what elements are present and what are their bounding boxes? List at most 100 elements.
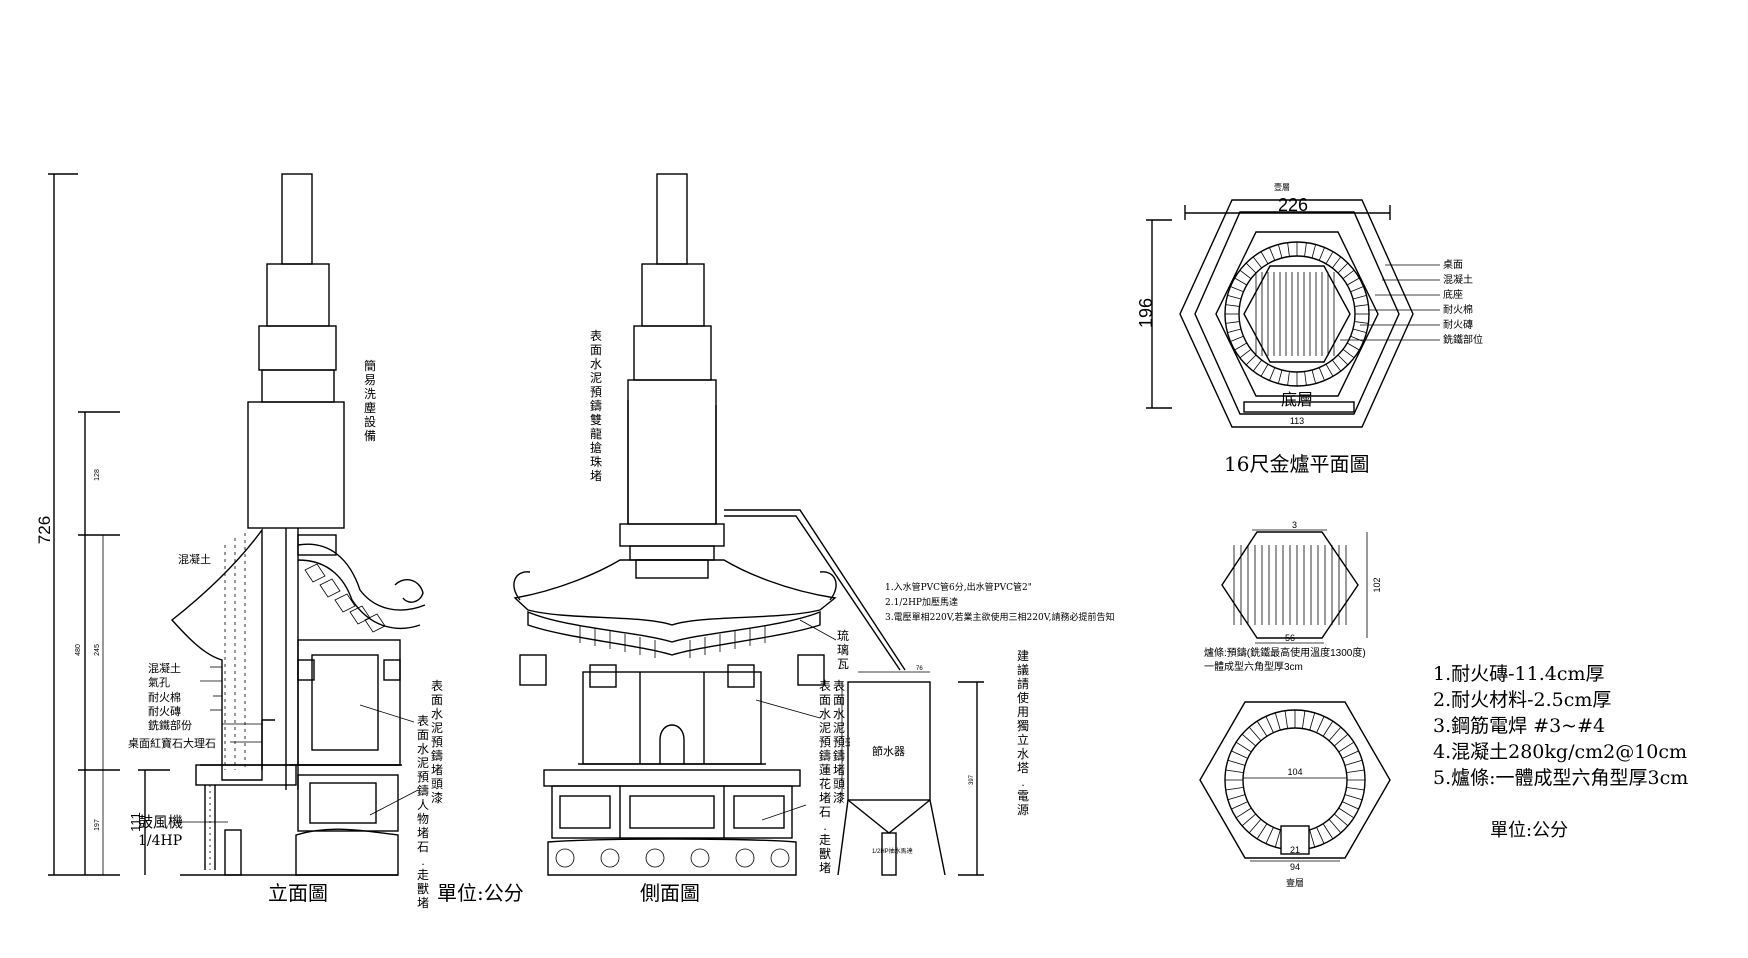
brick-joint	[1318, 367, 1325, 381]
brick-joint	[1227, 328, 1242, 334]
brick-joint	[1344, 759, 1363, 766]
ring-layer: 壹層	[1286, 877, 1304, 888]
brick-joint	[1225, 304, 1240, 307]
spec-2: 2.耐火材料-2.5cm厚	[1433, 689, 1611, 711]
brick-joint	[1325, 364, 1334, 377]
label-blower-power: 1/4HP	[138, 833, 182, 849]
spec-list: 1.耐火磚-11.4cm厚 2.耐火材料-2.5cm厚 3.鋼筋電焊 #3~#4…	[1433, 663, 1688, 841]
brick-joint	[1269, 247, 1276, 261]
brick-joint	[1256, 720, 1268, 737]
plan-depth: 196	[1136, 298, 1156, 328]
brick-joint	[1331, 256, 1342, 269]
elev-note-b: 表面水泥預鑄人物堵石.走獸堵	[417, 714, 429, 910]
brick-joint	[1311, 244, 1317, 259]
tank-height-dim: 121	[846, 736, 852, 747]
grate-top-dim: 3	[1292, 520, 1297, 530]
ring-outer: 94	[1290, 862, 1300, 872]
brick-joint	[1227, 759, 1246, 766]
brick-joint	[1325, 251, 1334, 264]
brick-joint	[1309, 829, 1316, 848]
brick-joint	[1248, 819, 1262, 834]
total-height-label: 726	[35, 516, 54, 544]
legend-base: 底座	[1443, 288, 1463, 301]
brick-joint	[1241, 813, 1256, 827]
units-right: 單位:公分	[1490, 820, 1568, 841]
brick-joint	[1284, 710, 1288, 729]
brick-joint	[1239, 269, 1252, 280]
elevation-view: 726 128 480 245 197 111 混凝土	[35, 173, 443, 910]
brick-joint	[1287, 371, 1290, 386]
brick-joint	[1316, 827, 1325, 844]
side-note-a: 表面水泥預鑄堵頭漆	[833, 679, 845, 805]
brick-joint	[1318, 247, 1325, 261]
elev-note-b-text: 表面水泥預鑄人物堵石.走獸堵	[417, 714, 429, 910]
brick-joint	[1239, 348, 1252, 359]
plan-top-layer: 壹層	[1274, 182, 1290, 192]
brick-joint	[1328, 819, 1342, 834]
brick-joint	[1287, 242, 1290, 257]
legend-fire-wool: 耐火棉	[1443, 303, 1473, 316]
side-note-top: 表面水泥預鑄雙龍搶珠堵	[590, 329, 602, 483]
brick-joint	[1342, 348, 1355, 359]
brick-joint	[1231, 750, 1248, 759]
brick-joint	[1245, 262, 1257, 274]
brick-joint	[1352, 328, 1367, 334]
spec-5: 5.爐條:一體成型六角型厚3cm	[1433, 767, 1688, 789]
brick-joint	[1347, 277, 1360, 286]
label-washer: 簡易洗塵設備	[364, 358, 376, 443]
brick-joint	[1235, 741, 1252, 753]
brick-joint	[1337, 262, 1349, 274]
brick-joint	[1252, 256, 1263, 269]
spec-4: 4.混凝土280kg/cm2@10cm	[1433, 741, 1687, 763]
side-note-b: 表面水泥預鑄蓮花堵石.走獸堵	[819, 679, 831, 875]
plan-title: 16尺金爐平面圖	[1224, 452, 1369, 476]
brick-joint	[1342, 269, 1355, 280]
brick-joint	[1227, 794, 1246, 801]
label-marble: 桌面紅寶石大理石	[128, 736, 216, 750]
units-middle: 單位:公分	[437, 881, 524, 905]
dim-128: 128	[94, 469, 101, 481]
brick-joint	[1274, 829, 1281, 848]
water-note-3: 3.電壓單相220V,若業主欲使用三相220V,請務必提前告知	[885, 611, 1115, 623]
elev-note-a-text: 表面水泥預鑄堵頭漆	[431, 679, 443, 805]
brick-joint	[1354, 321, 1369, 324]
brick-joint	[1235, 807, 1252, 819]
brick-joint	[1338, 741, 1355, 753]
brick-joint	[1248, 726, 1262, 741]
brick-joint	[1316, 716, 1325, 733]
side-note-b-text: 表面水泥預鑄蓮花堵石.走獸堵	[819, 679, 831, 875]
ring-diameter: 104	[1287, 767, 1302, 777]
tank-total-dim: 397	[969, 774, 975, 785]
brick-joint	[1304, 371, 1307, 386]
dim-197: 197	[94, 819, 101, 831]
brick-joint	[1241, 733, 1256, 747]
brick-joint	[1230, 286, 1244, 293]
dim-245: 245	[94, 644, 101, 656]
brick-joint	[1234, 277, 1247, 286]
brick-joint	[1322, 823, 1334, 840]
label-fire-wool: 耐火棉	[148, 690, 181, 704]
brick-joint	[1334, 813, 1349, 827]
brick-joint	[1352, 294, 1367, 300]
legend-table: 桌面	[1443, 258, 1463, 271]
brick-joint	[1334, 733, 1349, 747]
label-air-hole: 氣孔	[148, 675, 170, 689]
brick-joint	[1227, 294, 1242, 300]
brick-joint	[1265, 716, 1274, 733]
plan-view: 壹層 226 196 底層 113 桌面 混凝土 底座 耐火棉 耐火磚 銑鐵部位	[1136, 182, 1483, 476]
brick-joint	[1302, 710, 1306, 729]
side-caption: 側面圖	[640, 881, 700, 905]
spec-3: 3.鋼筋電焊 #3~#4	[1433, 715, 1605, 737]
brick-joint	[1304, 242, 1307, 257]
brick-joint	[1269, 367, 1276, 381]
side-note-tile-text: 琉璃瓦	[837, 629, 849, 671]
label-cast-iron: 銑鐵部份	[148, 718, 192, 732]
brick-joint	[1252, 359, 1263, 372]
brick-joint	[1342, 801, 1359, 810]
side-note-a-text: 表面水泥預鑄堵頭漆	[833, 679, 845, 805]
label-concrete-top: 混凝土	[178, 552, 211, 566]
brick-joint	[1274, 712, 1281, 731]
side-view: 表面水泥預鑄雙龍搶珠堵 琉璃瓦 表面水泥預鑄堵頭漆 表面水泥預鑄蓮花堵石.走獸堵…	[513, 173, 849, 905]
dim-480: 480	[75, 644, 82, 656]
